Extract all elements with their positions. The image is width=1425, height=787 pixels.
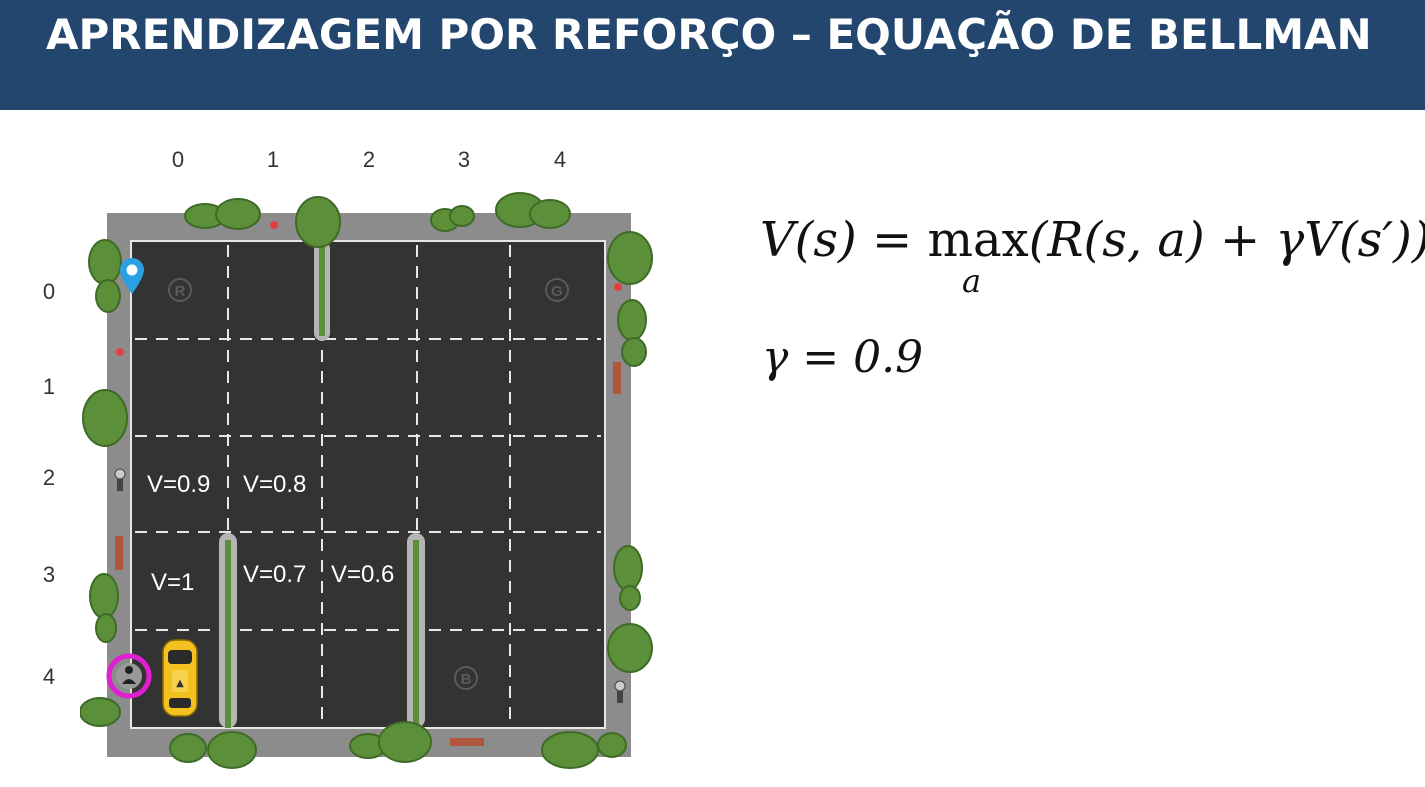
bellman-rhs: (R(s, a) + γV(s′)) bbox=[1028, 212, 1425, 268]
value-label-r3-c0: V=1 bbox=[151, 569, 195, 596]
lamp-icon bbox=[114, 468, 126, 491]
location-pin-icon bbox=[120, 258, 144, 294]
column-label-1: 1 bbox=[266, 147, 280, 172]
hydrant-icon bbox=[116, 348, 124, 356]
marker-r-label: R bbox=[175, 283, 186, 300]
marker-b-icon bbox=[454, 666, 478, 690]
passenger-icon bbox=[106, 653, 152, 699]
column-label-0: 0 bbox=[171, 147, 185, 172]
bellman-equation: V(s) = max(R(s, a) + γV(s′)) bbox=[760, 212, 1425, 268]
value-label-r3-c2: V=0.6 bbox=[331, 561, 395, 588]
row-label-2: 2 bbox=[42, 465, 56, 490]
row-label-1: 1 bbox=[42, 374, 56, 399]
value-label-r2-c1: V=0.8 bbox=[243, 471, 307, 498]
bellman-lhs: V(s) = bbox=[760, 212, 928, 268]
marker-g-label: G bbox=[551, 283, 563, 300]
column-label-4: 4 bbox=[553, 147, 567, 172]
taxi-icon: ▲ bbox=[162, 639, 198, 717]
hydrant-icon bbox=[270, 221, 278, 229]
value-label-r3-c1: V=0.7 bbox=[243, 561, 307, 588]
row-label-3: 3 bbox=[42, 562, 56, 587]
bench-icon bbox=[115, 536, 123, 570]
svg-text:▲: ▲ bbox=[176, 678, 184, 689]
road bbox=[130, 240, 606, 729]
bellman-max: max bbox=[927, 212, 1029, 268]
taxi-grid-map: R G B ▲ bbox=[80, 192, 653, 769]
trees bbox=[80, 192, 653, 769]
column-label-2: 2 bbox=[362, 147, 376, 172]
hydrant-icon bbox=[614, 283, 622, 291]
value-label-r2-c0: V=0.9 bbox=[147, 471, 211, 498]
marker-g-icon bbox=[545, 278, 569, 302]
row-label-4: 4 bbox=[42, 664, 56, 689]
page-title: APRENDIZAGEM POR REFORÇO – EQUAÇÃO DE BE… bbox=[46, 10, 1372, 59]
lamp-icon bbox=[614, 680, 626, 703]
column-label-3: 3 bbox=[457, 147, 471, 172]
gamma-equation: γ = 0.9 bbox=[762, 332, 924, 383]
bellman-max-subscript: a bbox=[962, 262, 982, 300]
header-bar: APRENDIZAGEM POR REFORÇO – EQUAÇÃO DE BE… bbox=[0, 0, 1425, 110]
row-label-0: 0 bbox=[42, 279, 56, 304]
marker-b-label: B bbox=[461, 671, 472, 688]
marker-r-icon bbox=[168, 278, 192, 302]
walls bbox=[219, 241, 425, 728]
bench-icon bbox=[450, 738, 484, 746]
bench-icon bbox=[613, 362, 621, 394]
